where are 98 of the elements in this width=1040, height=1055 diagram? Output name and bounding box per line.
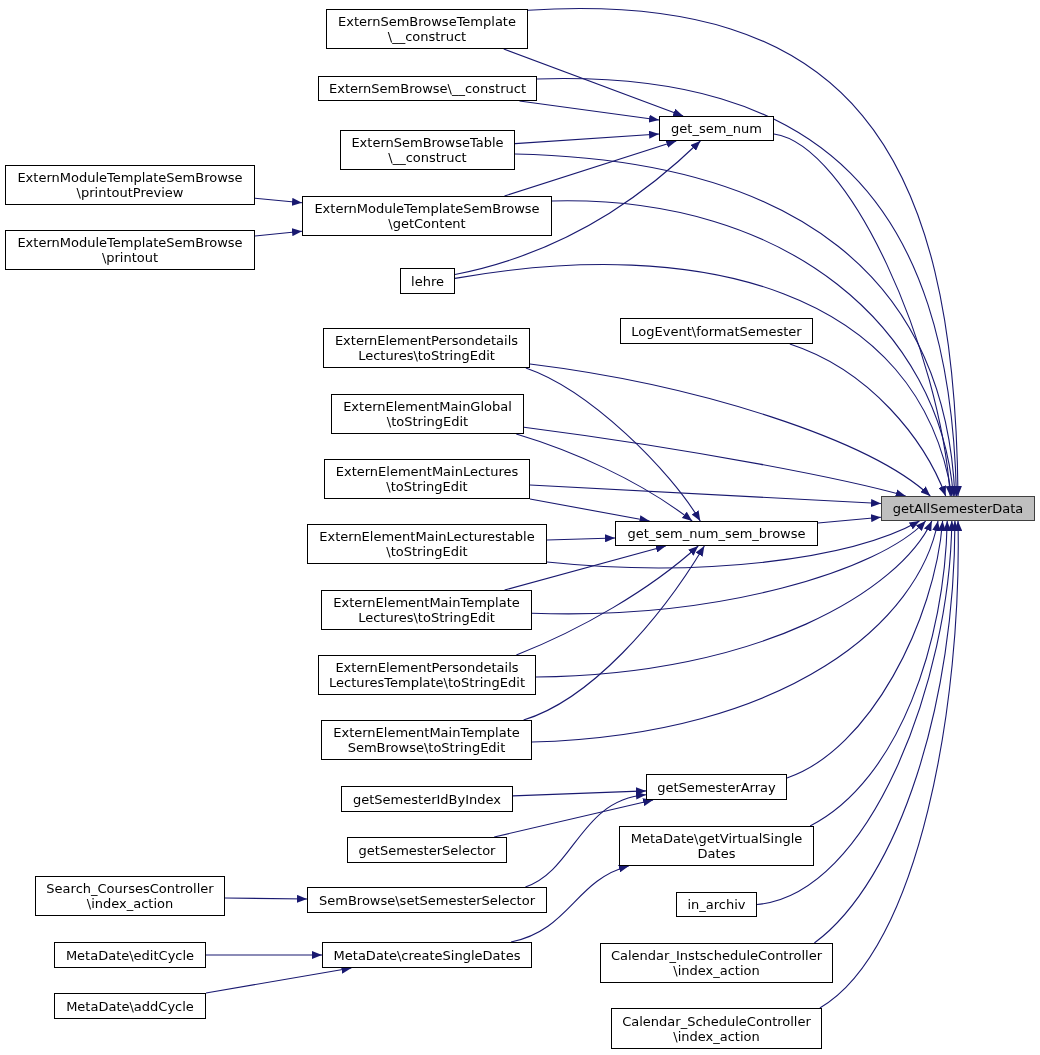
function-name: getSemesterArray [657, 779, 776, 795]
function-box [54, 942, 206, 968]
arrow [546, 520, 921, 569]
function-box [323, 328, 530, 368]
arrow [503, 140, 677, 197]
function-box [619, 826, 814, 866]
arrow [514, 153, 958, 497]
function-box [341, 786, 513, 812]
function-box [318, 655, 536, 695]
arrow [789, 343, 947, 497]
function-name: in_archiv [687, 897, 746, 912]
arrow [817, 514, 882, 524]
function-box [340, 130, 515, 170]
function-box [615, 521, 818, 546]
arrow [525, 367, 701, 522]
function-box [5, 230, 255, 270]
function-box [5, 165, 255, 205]
function-name: Calendar_InstscheduleController \index_action [609, 948, 824, 978]
arrow [510, 865, 630, 943]
function-box [347, 837, 507, 863]
function-name: ExternElementMainTemplate Lectures\toStringEdit [332, 595, 521, 625]
function-name: LogEvent\formatSemester [631, 323, 802, 339]
function-box [324, 459, 530, 499]
function-box [400, 268, 455, 294]
arrow [523, 545, 705, 721]
arrow [523, 426, 907, 498]
function-name: getSemesterSelector [358, 842, 496, 858]
arrow [786, 520, 946, 779]
function-name: getSemesterIdByIndex [353, 791, 501, 807]
arrow [529, 363, 931, 497]
function-name: get_sem_num_sem_browse [627, 526, 806, 541]
function-box [322, 942, 532, 968]
function-name: ExternElementMainGlobal \toStringEdit [342, 399, 513, 429]
arrow [551, 200, 956, 497]
arrow [819, 520, 962, 1009]
arrow [756, 520, 956, 906]
function-box [331, 394, 524, 434]
arrow [515, 433, 693, 522]
highlighted-function-box [881, 496, 1035, 521]
arrow [514, 130, 660, 145]
function-name: ExternSemBrowse\__construct [329, 81, 526, 96]
function-name: Calendar_ScheduleController \index_action [621, 1013, 812, 1044]
arrow [454, 264, 954, 497]
function-name: ExternElementMainTemplate SemBrowse\toStringEdit [332, 725, 521, 755]
arrow [527, 8, 962, 497]
function-name: ExternElementMainLecturestable \toStringEdit [318, 529, 536, 559]
arrow [254, 197, 303, 206]
function-box [54, 993, 206, 1019]
function-box [676, 892, 757, 917]
arrow [504, 544, 667, 591]
arrow [224, 894, 308, 903]
function-name: ExternElementMainLectures \toStringEdit [334, 464, 520, 494]
arrow [531, 520, 940, 743]
arrow [529, 484, 882, 507]
arrow [254, 228, 303, 237]
arrow [503, 48, 684, 117]
arrow [773, 133, 954, 497]
function-name: ExternElementPersondetails Lectures\toStringEdit [333, 333, 520, 363]
function-box [611, 1008, 822, 1049]
function-name: MetaDate\addCycle [66, 998, 194, 1014]
function-name: SemBrowse\setSemesterSelector [319, 892, 535, 908]
function-box [321, 590, 532, 630]
arrow [512, 787, 647, 797]
function-box [659, 116, 774, 141]
arrow [535, 520, 933, 678]
function-box [620, 318, 813, 344]
arrow [546, 534, 616, 543]
function-name: MetaDate\getVirtualSingle Dates [629, 831, 804, 861]
function-name: ExternModuleTemplateSemBrowse \printoutPreview [16, 170, 244, 200]
function-box [318, 76, 537, 101]
function-name: MetaDate\editCycle [65, 947, 195, 963]
arrow [809, 520, 951, 827]
arrow [493, 798, 654, 838]
function-name: ExternSemBrowseTemplate \__construct [337, 14, 517, 44]
function-name: getAllSemesterData [892, 501, 1024, 516]
function-box [35, 876, 225, 916]
function-name: Search_CoursesController \index_action [45, 881, 215, 911]
function-name: get_sem_num [671, 121, 762, 136]
function-box [307, 887, 547, 913]
arrow [524, 792, 647, 888]
function-name: ExternModuleTemplateSemBrowse \printout [16, 235, 244, 265]
function-name: lehre [411, 273, 444, 289]
function-box [307, 524, 547, 564]
arrow [813, 520, 959, 944]
function-box [646, 774, 787, 800]
function-box [326, 9, 528, 49]
arrow [531, 520, 927, 615]
function-box [600, 943, 833, 983]
function-name: ExternElementPersondetails LecturesTemplate\toStringEdit [327, 660, 527, 690]
function-box [302, 196, 552, 236]
arrow [536, 78, 960, 497]
arrow [515, 545, 699, 656]
function-box [321, 720, 532, 760]
arrow [454, 140, 701, 276]
arrow [205, 951, 323, 959]
function-name: ExternModuleTemplateSemBrowse \getContent [313, 201, 541, 231]
function-name: MetaDate\createSingleDates [333, 947, 521, 963]
function-name: ExternSemBrowseTable \__construct [350, 135, 505, 165]
